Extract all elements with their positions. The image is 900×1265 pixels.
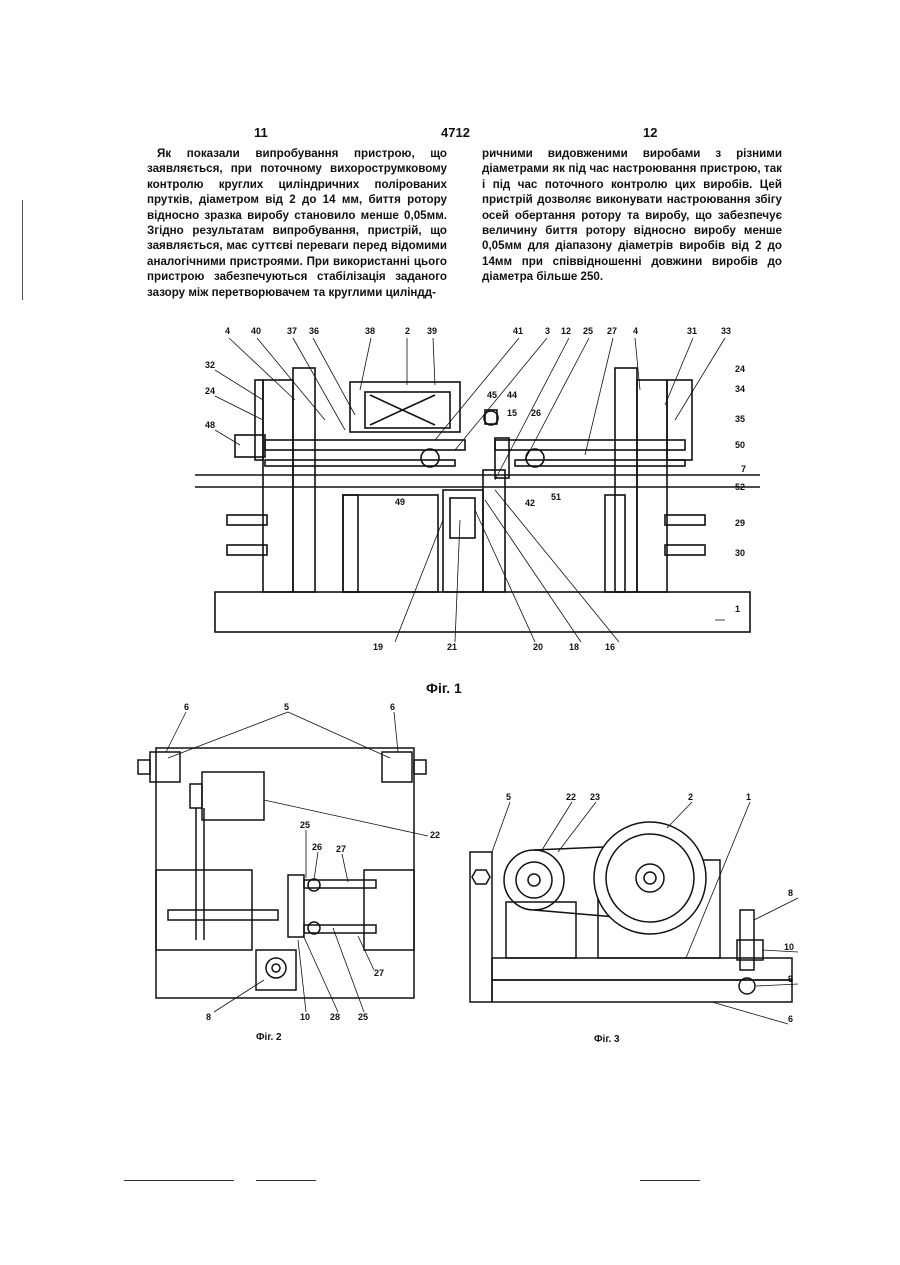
fig1-label: 3: [545, 326, 550, 336]
fig1-label: 19: [373, 642, 383, 652]
margin-mark: [22, 200, 23, 300]
fig1-label: 44: [507, 390, 517, 400]
fig2-label: 28: [330, 1012, 340, 1022]
fig2-label: 8: [206, 1012, 211, 1022]
figure-1-labels: 4 40 37 36 38 2 39 41 3 12 25 27 4 31 33…: [205, 326, 746, 652]
right-page-number: 12: [643, 125, 657, 140]
fig1-label: 29: [735, 518, 745, 528]
fig1-label: 20: [533, 642, 543, 652]
fig2-label: 6: [390, 702, 395, 712]
patent-number: 4712: [441, 125, 470, 140]
fig1-label: 42: [525, 498, 535, 508]
fig1-label: 4: [225, 326, 230, 336]
fig3-label: 1: [746, 792, 751, 802]
fig2-label: 25: [300, 820, 310, 830]
fig3-label: 22: [566, 792, 576, 802]
fig1-label: 32: [205, 360, 215, 370]
fig1-label: 12: [561, 326, 571, 336]
fig3-label: 8: [788, 888, 793, 898]
fig2-label: 10: [300, 1012, 310, 1022]
fig1-label: 31: [687, 326, 697, 336]
footer-rule: [256, 1180, 316, 1181]
figure-3-caption: Фіг. 3: [594, 1034, 620, 1045]
fig1-label: 35: [735, 414, 745, 424]
fig1-label: 21: [447, 642, 457, 652]
fig1-label: 49: [395, 497, 405, 507]
fig1-label: 26: [531, 408, 541, 418]
fig1-label: 36: [309, 326, 319, 336]
fig2-label: 26: [312, 842, 322, 852]
base-plate: [215, 592, 750, 632]
fig3-label: 6: [788, 1014, 793, 1024]
fig2-label: 5: [284, 702, 289, 712]
fig1-label: 39: [427, 326, 437, 336]
fig2-label: 27: [336, 844, 346, 854]
fig1-label: 16: [605, 642, 615, 652]
fig1-label: 33: [721, 326, 731, 336]
fig1-label: 18: [569, 642, 579, 652]
figure-3-drawing: 5 22 23 2 1 8 10 9 6: [462, 790, 807, 1030]
fig1-label: 45: [487, 390, 497, 400]
right-column: ричними видовженими виробами з різними д…: [482, 146, 782, 285]
fig1-label: 24: [735, 364, 745, 374]
left-page-number: 11: [254, 125, 268, 140]
fig3-label: 9: [788, 974, 793, 984]
fig1-label: 52: [735, 482, 745, 492]
fig3-label: 5: [506, 792, 511, 802]
fig1-label: 2: [405, 326, 410, 336]
figure-2-labels: 6 5 6 22 25 26 27 8 10 28 25 27: [184, 702, 440, 1022]
footer-rule: [124, 1180, 234, 1181]
fig1-label: 50: [735, 440, 745, 450]
figure-1-caption: Фіг. 1: [426, 680, 462, 696]
fig1-label: 48: [205, 420, 215, 430]
fig3-label: 10: [784, 942, 794, 952]
fig1-label: 25: [583, 326, 593, 336]
figure-1-drawing: 4 40 37 36 38 2 39 41 3 12 25 27 4 31 33…: [195, 320, 760, 665]
figure-2-drawing: 6 5 6 22 25 26 27 8 10 28 25 27: [128, 700, 448, 1030]
fig1-label: 51: [551, 492, 561, 502]
fig3-label: 2: [688, 792, 693, 802]
fig1-label: 7: [741, 464, 746, 474]
fig1-label: 15: [507, 408, 517, 418]
fig1-label: 41: [513, 326, 523, 336]
fig1-label: 27: [607, 326, 617, 336]
fig1-label: 37: [287, 326, 297, 336]
fig2-label: 6: [184, 702, 189, 712]
fig2-label: 27: [374, 968, 384, 978]
fig1-label: 38: [365, 326, 375, 336]
fig2-label: 25: [358, 1012, 368, 1022]
figure-2-caption: Фіг. 2: [256, 1032, 282, 1043]
fig3-label: 23: [590, 792, 600, 802]
left-column: Як показали випробування пристрою, що за…: [147, 146, 447, 300]
footer-rule: [640, 1180, 700, 1181]
fig1-label: 24: [205, 386, 215, 396]
fig1-label: 1: [735, 604, 740, 614]
fig1-label: 4: [633, 326, 638, 336]
fig2-label: 22: [430, 830, 440, 840]
fig1-label: 30: [735, 548, 745, 558]
right-column-text: ричними видовженими виробами з різними д…: [482, 146, 782, 285]
fig1-label: 34: [735, 384, 745, 394]
left-column-text: Як показали випробування пристрою, що за…: [147, 146, 447, 300]
fig1-label: 40: [251, 326, 261, 336]
